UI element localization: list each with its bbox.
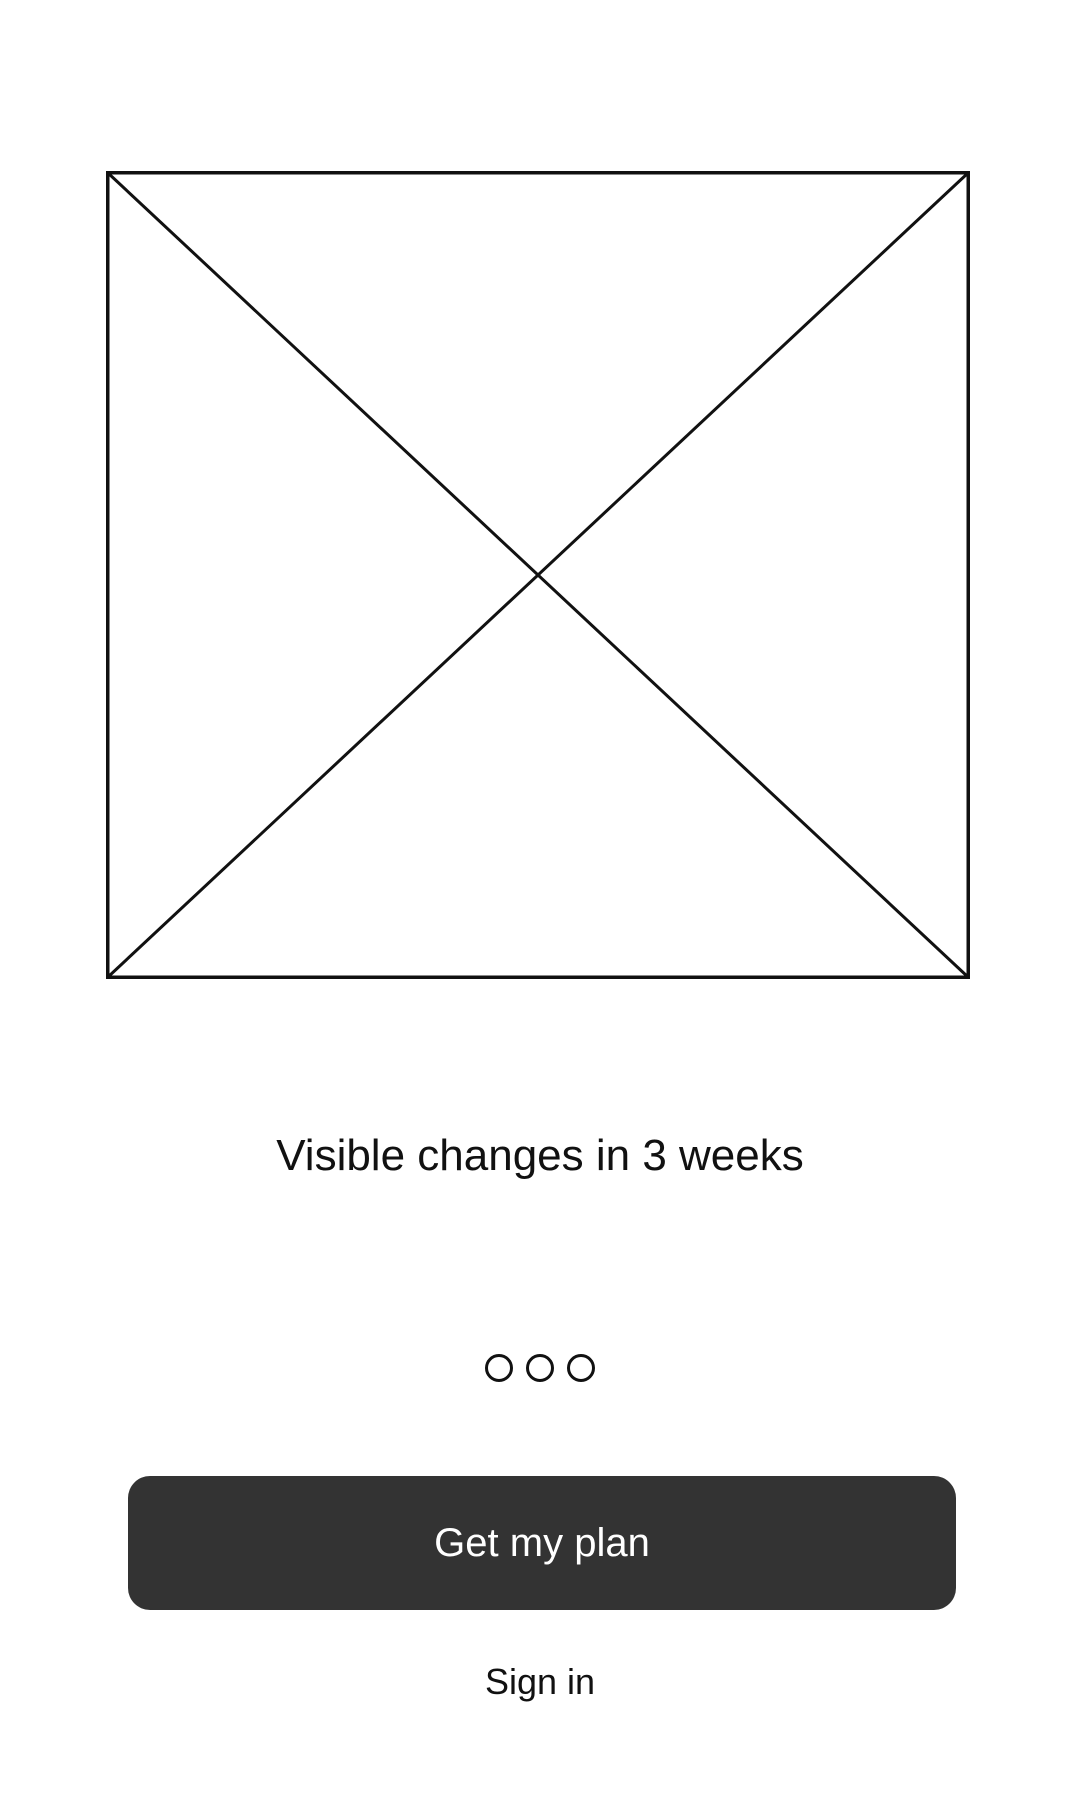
- sign-in-link[interactable]: Sign in: [0, 1660, 1080, 1704]
- hero-image-placeholder: [106, 171, 970, 979]
- sign-in-label[interactable]: Sign in: [484, 1661, 596, 1702]
- get-my-plan-button[interactable]: Get my plan: [128, 1476, 956, 1610]
- pager-dot-icon[interactable]: [526, 1354, 554, 1382]
- image-placeholder-icon: [106, 171, 970, 979]
- page-indicator: [0, 1354, 1080, 1382]
- onboarding-headline: Visible changes in 3 weeks: [276, 1131, 804, 1180]
- pager-dot-icon[interactable]: [485, 1354, 513, 1382]
- pager-dot-icon[interactable]: [567, 1354, 595, 1382]
